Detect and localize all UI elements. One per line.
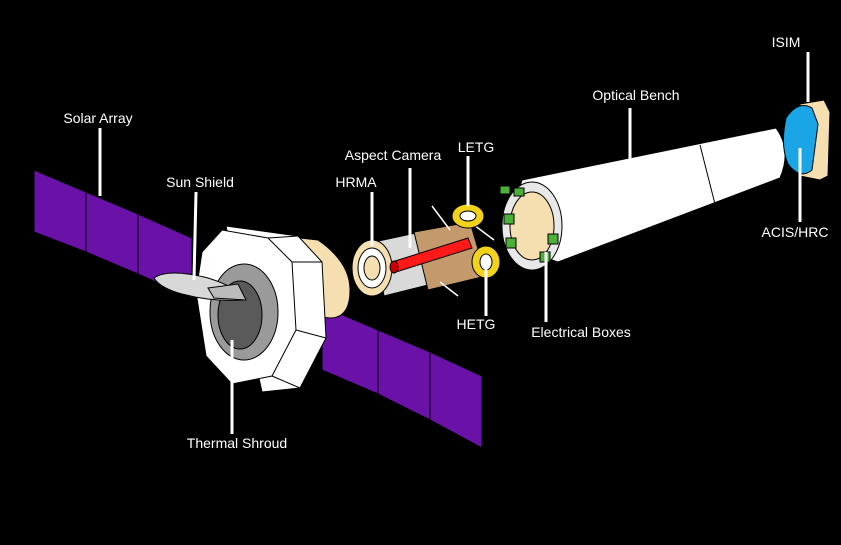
hrma-strut bbox=[431, 205, 451, 231]
shroud-seam bbox=[271, 375, 301, 389]
thermal-shroud bbox=[195, 225, 327, 393]
label-sun-shield: Sun Shield bbox=[166, 174, 234, 190]
label-electrical-boxes: Electrical Boxes bbox=[531, 324, 631, 340]
label-hetg: HETG bbox=[457, 316, 496, 332]
electrical-box bbox=[547, 233, 559, 245]
hrma-front-ring-core bbox=[363, 255, 381, 281]
electrical-box bbox=[503, 213, 515, 225]
leader-lines bbox=[98, 52, 810, 434]
sun-shield bbox=[153, 272, 247, 301]
solar-panel bbox=[85, 191, 139, 275]
solar-array-right-wing bbox=[321, 305, 483, 449]
label-solar-array: Solar Array bbox=[63, 110, 132, 126]
electrical-box bbox=[505, 237, 517, 249]
hetg bbox=[471, 245, 501, 279]
solar-panel bbox=[377, 329, 431, 421]
labels: Solar Array Sun Shield Thermal Shroud HR… bbox=[63, 34, 828, 451]
optical-bench-front-inner bbox=[509, 191, 555, 261]
solar-panel bbox=[321, 305, 379, 395]
label-isim: ISIM bbox=[772, 34, 801, 50]
label-aspect-camera: Aspect Camera bbox=[345, 147, 442, 163]
electrical-box bbox=[513, 187, 525, 197]
letg-ring-hole bbox=[459, 210, 477, 222]
hrma bbox=[351, 205, 495, 297]
label-thermal-shroud: Thermal Shroud bbox=[187, 435, 287, 451]
shroud-seam bbox=[267, 235, 299, 239]
label-letg: LETG bbox=[458, 139, 495, 155]
aspect-camera bbox=[389, 237, 473, 274]
aspect-camera-end bbox=[389, 260, 399, 274]
acis-hrc-body bbox=[782, 105, 819, 175]
acis-hrc bbox=[782, 105, 819, 175]
letg bbox=[451, 203, 485, 229]
solar-panel bbox=[33, 169, 87, 253]
optical-bench bbox=[501, 127, 786, 271]
solar-panel bbox=[429, 351, 483, 449]
sun-shield-hinge bbox=[207, 283, 247, 301]
optical-bench-seam bbox=[699, 144, 717, 209]
hetg-ring-hole bbox=[479, 253, 493, 271]
label-optical-bench: Optical Bench bbox=[592, 87, 679, 103]
label-acis-hrc: ACIS/HRC bbox=[762, 224, 829, 240]
hrma-strut bbox=[439, 281, 459, 297]
electrical-box bbox=[499, 185, 511, 195]
label-hrma: HRMA bbox=[335, 174, 377, 190]
leader-sun-shield bbox=[192, 191, 198, 281]
shroud-seam bbox=[295, 329, 327, 339]
solar-array-left-wing bbox=[33, 169, 193, 299]
